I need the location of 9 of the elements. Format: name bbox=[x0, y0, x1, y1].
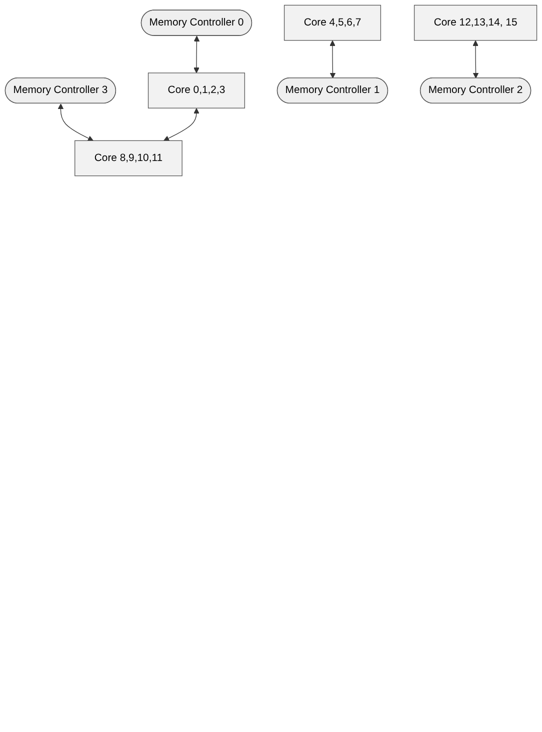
arrow bbox=[58, 104, 94, 141]
arrow bbox=[164, 108, 200, 141]
arrow bbox=[330, 40, 336, 78]
node-box: Core 0,1,2,3 bbox=[148, 72, 245, 108]
node-box: Core 4,5,6,7 bbox=[284, 4, 382, 41]
node-box: Core 12,13,14, 15 bbox=[414, 4, 538, 41]
arrow bbox=[194, 36, 200, 74]
node-box: Core 8,9,10,11 bbox=[74, 140, 182, 176]
arrow bbox=[472, 40, 479, 78]
